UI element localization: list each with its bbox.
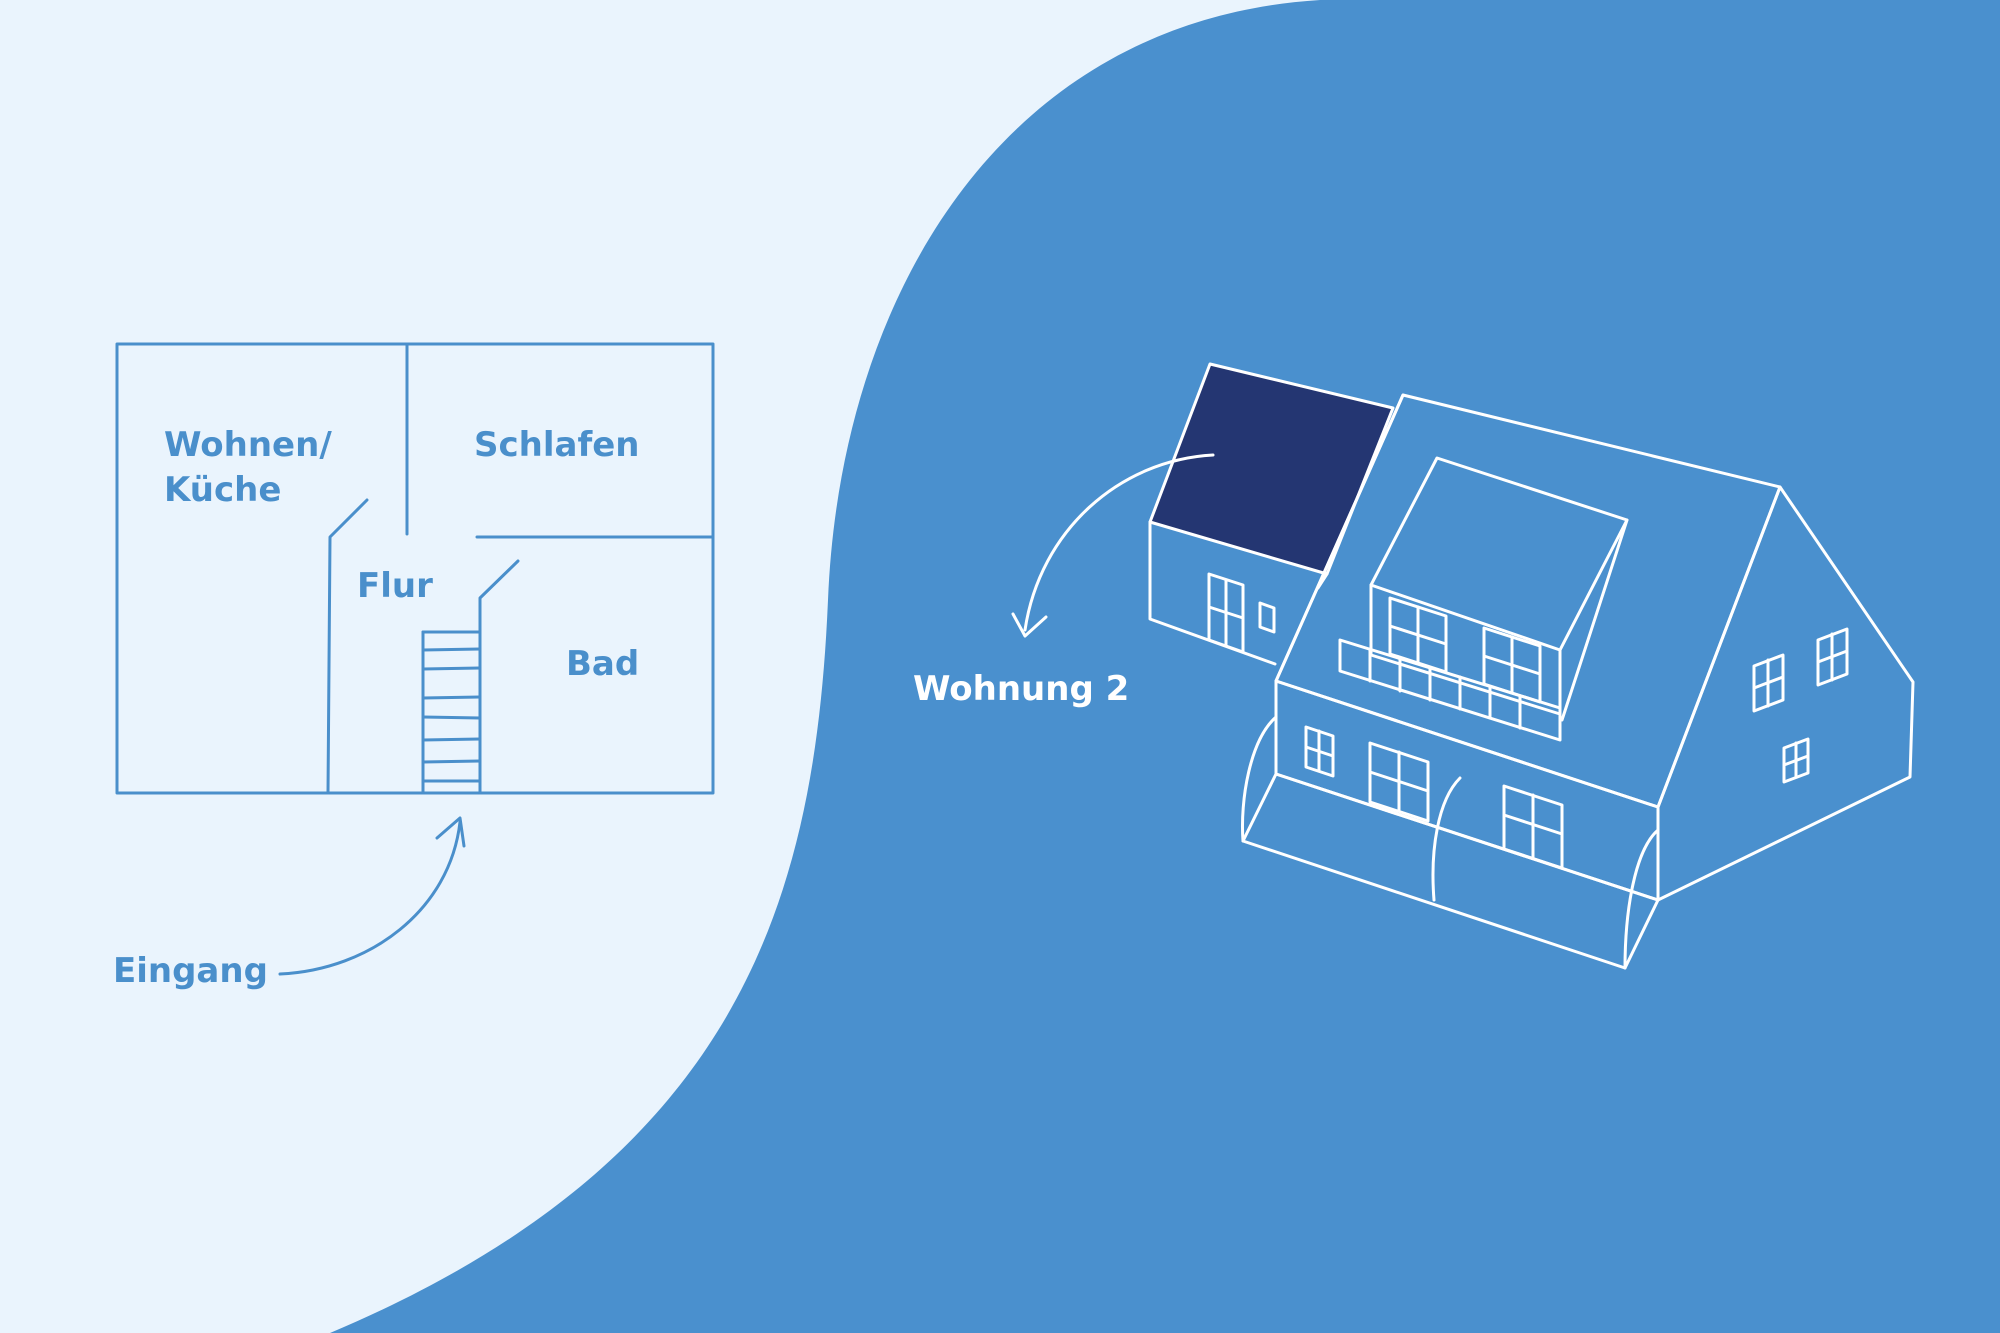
room-label-living-kitchen-line2: Küche [164, 470, 281, 510]
dormer-side [1560, 518, 1629, 722]
room-label-bathroom: Bad [566, 644, 639, 684]
dormer-window-right [1482, 626, 1542, 704]
entrance-arrow [278, 820, 462, 976]
arch-left [1241, 715, 1278, 843]
front-window-small [1304, 725, 1335, 778]
front-door-double [1368, 741, 1430, 823]
gable-wall [1656, 485, 1915, 902]
staircase [421, 630, 482, 795]
house-drawing [1011, 362, 1915, 970]
balcony [1338, 638, 1562, 742]
apartment-label: Wohnung 2 [913, 669, 1129, 709]
front-door-right [1502, 784, 1564, 870]
room-label-hallway: Flur [357, 566, 433, 606]
background-blue-wave [330, 0, 2000, 1333]
entrance-arrowhead [435, 816, 466, 848]
floor-plan-outline [115, 342, 715, 795]
room-label-living-kitchen-line1: Wohnen/ [164, 425, 332, 465]
dormer-front-wall [1369, 583, 1562, 716]
apartment-arrow [1023, 453, 1215, 632]
main-roof-left-edge [1274, 393, 1405, 683]
annex-door [1207, 572, 1245, 654]
gable-window-left [1752, 653, 1785, 713]
arch-right [1623, 828, 1660, 970]
apartment-arrowhead [1011, 612, 1048, 638]
gable-window-small [1782, 737, 1810, 784]
arch-middle [1431, 776, 1462, 902]
gable-window-right [1816, 627, 1849, 687]
door-living [326, 498, 369, 795]
floor-plan [115, 342, 715, 976]
dormer-window-left [1388, 596, 1448, 674]
annex-window [1258, 601, 1276, 634]
entrance-label: Eingang [113, 951, 268, 991]
room-label-bedroom: Schlafen [474, 425, 640, 465]
